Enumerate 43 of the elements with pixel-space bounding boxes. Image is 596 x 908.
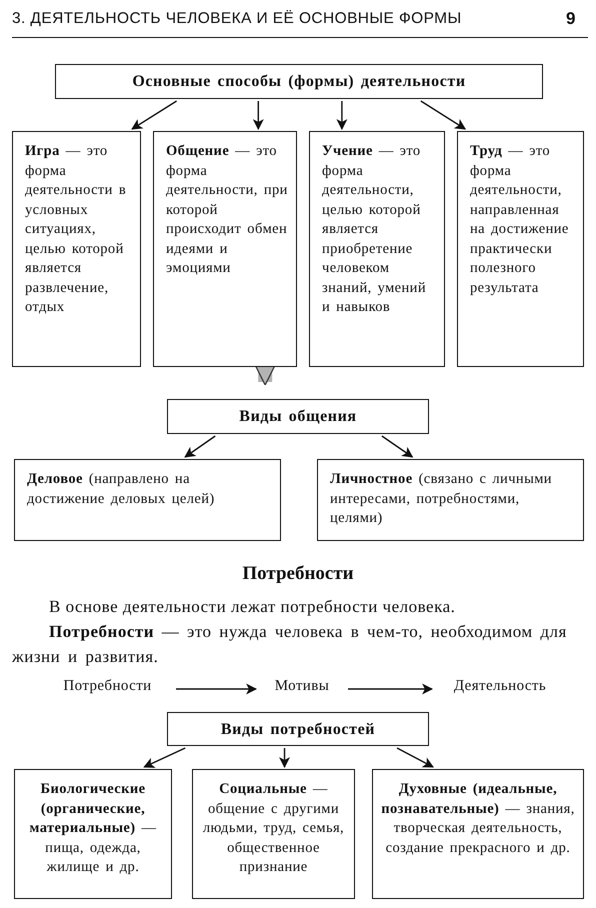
definition-box xyxy=(192,769,355,899)
heading-box xyxy=(167,712,429,746)
definition-box xyxy=(309,131,445,367)
definition-text: Игра — это форма деятельности в условных ситуациях, целью которой является развлечение, отдых xyxy=(25,142,128,317)
heading-text: Основные способы (формы) деятельности xyxy=(131,72,467,92)
definition-text: Труд — это форма деятельности, направленная на достижение практически полезного результата xyxy=(470,142,570,298)
arrow xyxy=(131,100,177,130)
arrow xyxy=(252,101,264,130)
flow-step-text: Деятельность xyxy=(438,677,562,699)
definition-text: Деловое (направлено на достижение деловых целей) xyxy=(27,470,216,508)
definition-text: Общение — это форма деятельности, при которой происходит обмен идеями и эмоциями xyxy=(166,142,288,278)
definition-box xyxy=(153,131,297,367)
arrow xyxy=(176,684,258,694)
heading-text: Виды потребностей xyxy=(220,720,376,740)
definition-box xyxy=(317,459,584,541)
paragraph: В основе деятельности лежат потребности человека. xyxy=(48,596,456,618)
arrow xyxy=(143,747,186,768)
flow-step-text: Мотивы xyxy=(262,677,342,699)
heading-box xyxy=(167,399,429,434)
definition-text: Учение — это форма деятельности, целью которой является приобретение человеком знаний, умений и навыков xyxy=(322,142,428,317)
definition-text: Личностное (связано с личными интересами, потребностями, целями) xyxy=(330,470,553,528)
arrow xyxy=(381,435,414,458)
definition-box xyxy=(372,769,584,899)
page-header-title: 3. ДЕЯТЕЛЬНОСТЬ ЧЕЛОВЕКА И ЕЁ ОСНОВНЫЕ ФОРМЫ xyxy=(12,10,462,28)
page-number: 9 xyxy=(566,9,576,29)
arrow xyxy=(184,435,216,458)
definition-text: Духовные (идеальные, познавательные) — знания, творческая деятельность, создание прекрасного и др. xyxy=(381,780,575,858)
heading-box xyxy=(55,64,543,99)
definition-box xyxy=(12,131,141,367)
definition-box xyxy=(14,459,281,541)
definition-text: Социальные — общение с другими людьми, труд, семья, общественное признание xyxy=(202,780,346,877)
arrow xyxy=(348,684,434,694)
definition-box xyxy=(14,769,172,899)
arrow xyxy=(396,747,434,768)
heading-text: Виды общения xyxy=(238,407,358,426)
flow-step-text: Потребности xyxy=(45,677,170,699)
arrow xyxy=(279,748,290,768)
paragraph: Потребности — это нужда человека в чем-то, необходимом для жизни и развития. xyxy=(12,621,568,668)
arrow xyxy=(336,101,348,130)
arrow xyxy=(420,100,466,130)
definition-box xyxy=(457,131,584,367)
section-heading: Потребности xyxy=(241,563,355,585)
definition-text: Биологические (органические, материальные) — пища, одежда, жилище и др. xyxy=(28,780,158,877)
